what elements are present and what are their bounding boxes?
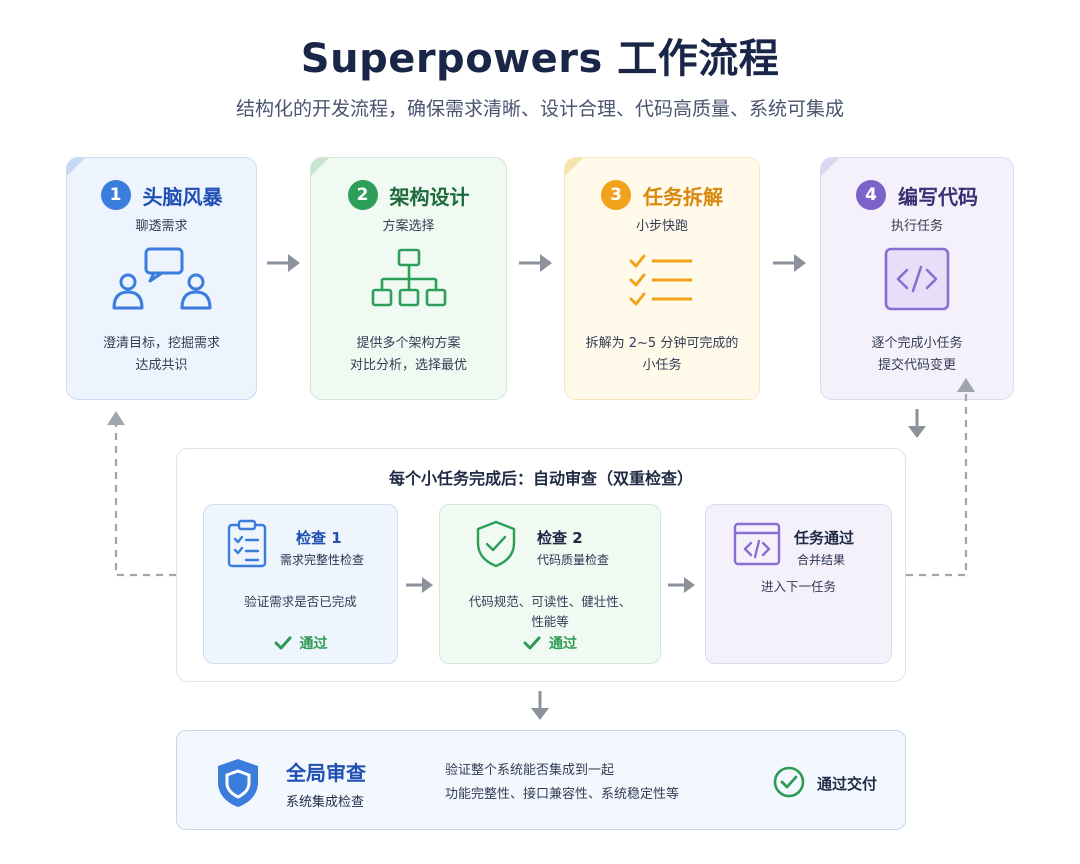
code-icon <box>883 246 951 312</box>
arrow-down-icon <box>531 691 549 720</box>
check-desc-line: 进入下一任务 <box>760 579 836 594</box>
arrow-right-icon <box>267 254 300 272</box>
step-number: 3 <box>601 180 631 210</box>
global-review-title: 全局审查 <box>286 761 366 785</box>
loop-back-line <box>107 411 176 577</box>
step-subtitle: 执行任务 <box>890 219 943 234</box>
arrow-right-icon <box>406 577 433 593</box>
page-title: Superpowers 工作流程 <box>300 36 780 82</box>
step-desc-line: 提交代码变更 <box>877 358 956 373</box>
check-pass-label: 通过 <box>299 636 328 652</box>
step-desc-line: 澄清目标，挖掘需求 <box>102 336 220 351</box>
global-review-desc-line: 验证整个系统能否集成到一起 <box>445 763 615 778</box>
step-desc-line: 小任务 <box>642 358 682 373</box>
global-review-subtitle: 系统集成检查 <box>286 795 365 810</box>
check-pass-label: 通过 <box>549 636 577 652</box>
check-card-code-quality: 检查 2 代码质量检查 代码规范、可读性、健壮性、 性能等 通过 <box>439 504 661 664</box>
step-title: 架构设计 <box>389 184 470 209</box>
step-subtitle: 方案选择 <box>382 219 435 234</box>
code-window-icon <box>732 521 782 567</box>
page-subtitle: 结构化的开发流程，确保需求清晰、设计合理、代码高质量、系统可集成 <box>235 98 844 120</box>
loop-forward-line <box>906 378 975 577</box>
check-subtitle: 合并结果 <box>797 553 846 567</box>
check-subtitle: 代码质量检查 <box>537 553 610 567</box>
step-title: 编写代码 <box>898 184 978 209</box>
step-desc-line: 逐个完成小任务 <box>871 336 963 351</box>
check-desc-line: 验证需求是否已完成 <box>244 594 357 609</box>
clipboard-check-icon <box>226 519 268 569</box>
checkmark-icon <box>274 636 291 650</box>
step-desc-line: 达成共识 <box>135 358 188 373</box>
check-card-requirements: 检查 1 需求完整性检查 验证需求是否已完成 通过 <box>203 504 398 664</box>
check-subtitle: 需求完整性检查 <box>280 553 365 567</box>
check-title: 任务通过 <box>794 529 855 547</box>
people-chat-icon <box>110 246 214 312</box>
step-number: 2 <box>347 180 378 210</box>
check-title: 检查 1 <box>296 529 342 547</box>
check-card-task-passed: 任务通过 合并结果 进入下一任务 <box>705 504 892 664</box>
hierarchy-icon <box>369 246 449 312</box>
arrow-right-icon <box>773 254 806 272</box>
check-title: 检查 2 <box>537 529 583 547</box>
step-desc-line: 对比分析，选择最优 <box>349 358 467 373</box>
check-circle-icon <box>773 766 805 798</box>
step-subtitle: 聊透需求 <box>135 219 188 234</box>
shield-check-icon <box>474 519 518 569</box>
step-desc-line: 提供多个架构方案 <box>356 336 461 351</box>
global-review-desc-line: 功能完整性、接口兼容性、系统稳定性等 <box>445 787 680 802</box>
step-number: 1 <box>100 180 131 210</box>
check-desc-line: 性能等 <box>531 614 569 629</box>
shield-icon <box>215 757 261 809</box>
checkmark-icon <box>523 636 541 650</box>
step-subtitle: 小步快跑 <box>635 219 688 234</box>
step-title: 任务拆解 <box>643 184 723 209</box>
step-card-coding: 4 编写代码 执行任务 逐个完成小任务 提交代码变更 <box>820 157 1014 400</box>
step-card-task-breakdown: 3 任务拆解 小步快跑 拆解为 2~5 分钟可完成的 小任务 <box>564 157 760 400</box>
checklist-icon <box>627 246 697 312</box>
arrow-right-icon <box>519 254 552 272</box>
step-title: 头脑风暴 <box>142 184 223 209</box>
review-group-title: 每个小任务完成后：自动审查（双重检查） <box>388 469 693 488</box>
arrow-right-icon <box>668 577 695 593</box>
step-desc-line: 拆解为 2~5 分钟可完成的 <box>585 336 739 351</box>
delivery-label: 通过交付 <box>817 775 878 793</box>
review-group: 每个小任务完成后：自动审查（双重检查） 检查 1 需求完整性检查 验证需求是否已… <box>176 448 906 682</box>
step-card-brainstorm: 1 头脑风暴 聊透需求 澄清目标，挖掘需求 达成共识 <box>66 157 257 400</box>
arrow-down-icon <box>908 409 926 438</box>
step-number: 4 <box>856 180 886 210</box>
step-card-architecture: 2 架构设计 方案选择 提供多个架构方案 对比分析，选择最优 <box>310 157 507 400</box>
check-desc-line: 代码规范、可读性、健壮性、 <box>468 594 632 609</box>
global-review-card: 全局审查 系统集成检查 验证整个系统能否集成到一起 功能完整性、接口兼容性、系统… <box>176 730 906 830</box>
